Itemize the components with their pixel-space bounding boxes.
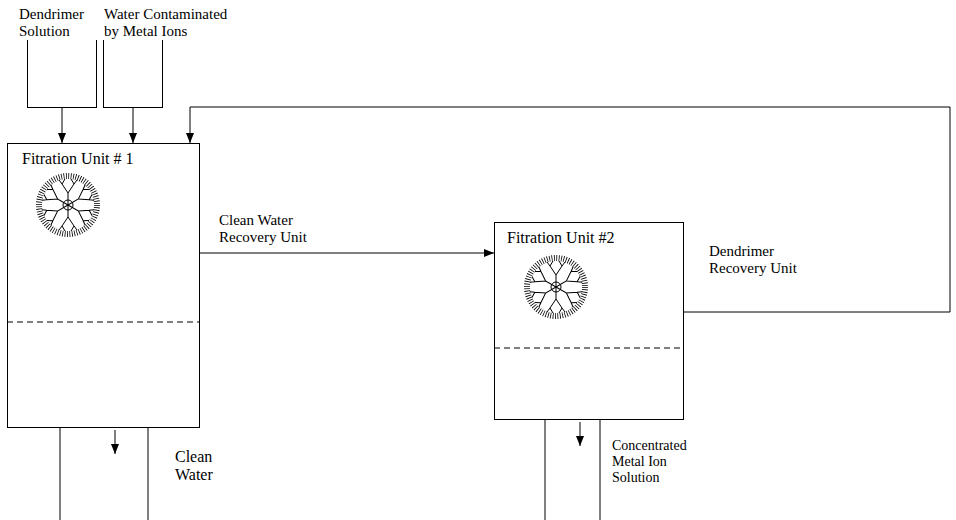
unit-title: Fitration Unit # 1 (22, 150, 192, 168)
tank-label: Dendrimer Solution (19, 6, 103, 40)
outlet-pipe (60, 428, 61, 520)
tank-label: Water Contaminated by Metal Ions (104, 6, 244, 40)
stream-label: Concentrated Metal Ion Solution (612, 438, 708, 486)
outlet-arrow (115, 430, 116, 454)
input-tank: Water Contaminated by Metal Ions (103, 40, 163, 108)
filtration-unit: Fitration Unit # 1Clean Water Recovery U… (7, 143, 200, 428)
filtration-unit: Fitration Unit #2Dendrimer Recovery Unit (494, 222, 684, 420)
outlet-arrow (580, 422, 581, 446)
unit-title: Fitration Unit #2 (507, 229, 677, 247)
membrane-line (7, 322, 200, 323)
flow-arrow (190, 107, 950, 312)
flow-arrow (133, 108, 134, 143)
input-tank: Dendrimer Solution (27, 40, 97, 108)
outlet-pipe (600, 420, 601, 520)
flow-arrow (62, 108, 63, 143)
stream-label: Clean Water (175, 448, 227, 484)
outlet-pipe (148, 428, 149, 520)
dendrimer-figure (39, 176, 97, 234)
dendrimer-figure (527, 258, 585, 316)
unit-caption: Dendrimer Recovery Unit (709, 243, 809, 277)
flow-arrow (200, 253, 494, 254)
unit-caption: Clean Water Recovery Unit (219, 212, 319, 246)
membrane-line (494, 348, 684, 349)
outlet-pipe (545, 420, 546, 520)
